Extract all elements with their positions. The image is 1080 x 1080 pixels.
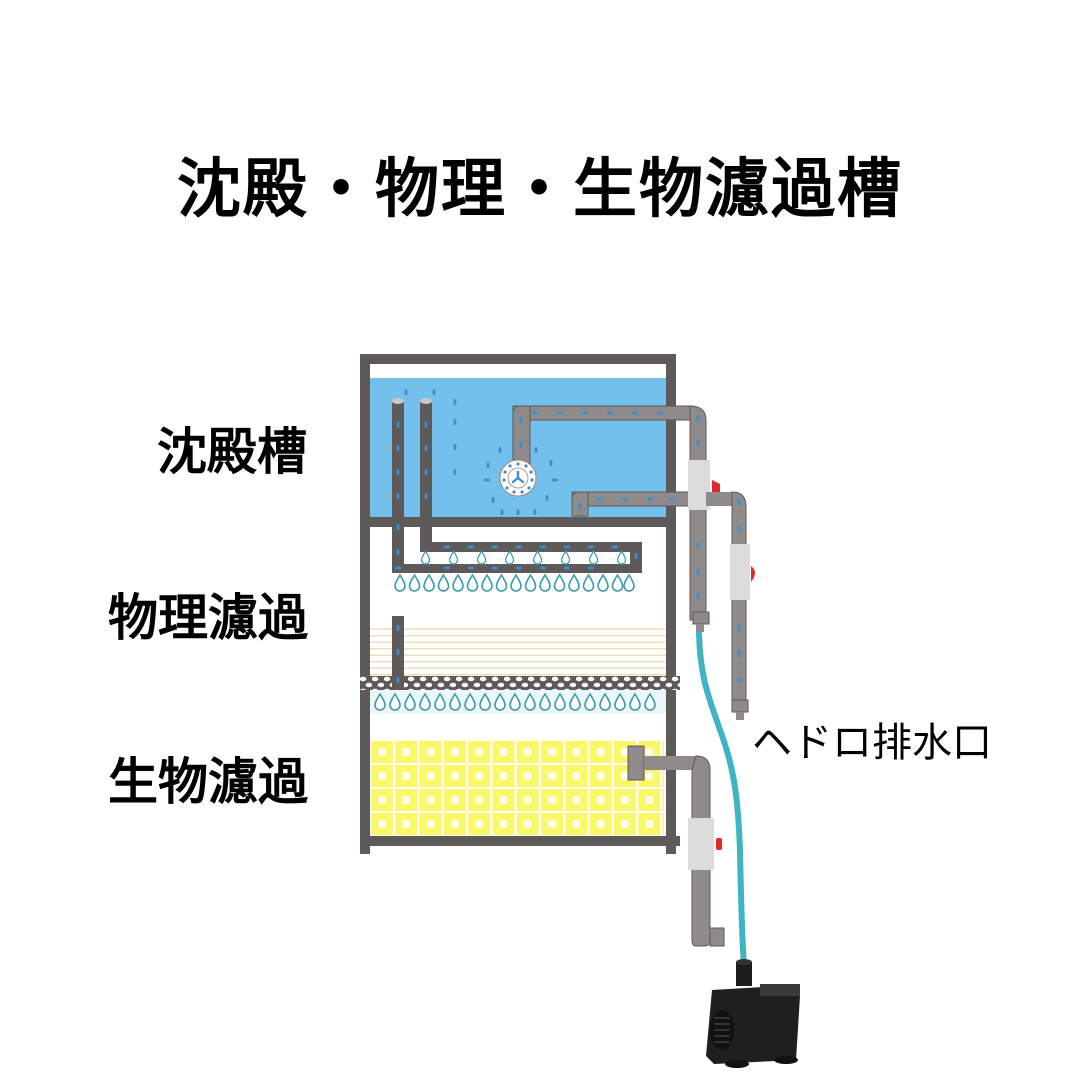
physical-filtration-chamber [360,522,680,714]
biological-filtration-chamber [360,740,725,947]
ball-valve [688,460,710,510]
spray-bar-head [484,447,558,515]
label-physical-filtration: 物理濾過 [108,589,308,647]
submersible-pump [706,959,800,1068]
sludge-drain-plumbing [688,405,755,720]
valve-handle [716,838,722,850]
perforated-plate [360,676,680,690]
valve-handle [751,566,755,582]
bio-media [370,740,664,836]
ball-valve [730,544,750,600]
label-sludge-drain: ヘドロ排水口 [752,720,992,766]
pump-hose [696,631,747,966]
ball-valve [688,818,714,870]
label-sedimentation-tank: 沈殿槽 [157,423,307,481]
filter-floss [370,624,666,676]
diagram-title: 沈殿・物理・生物濾過槽 [177,153,903,227]
sedimentation-tank [360,354,694,854]
label-biological-filtration: 生物濾過 [108,753,308,811]
